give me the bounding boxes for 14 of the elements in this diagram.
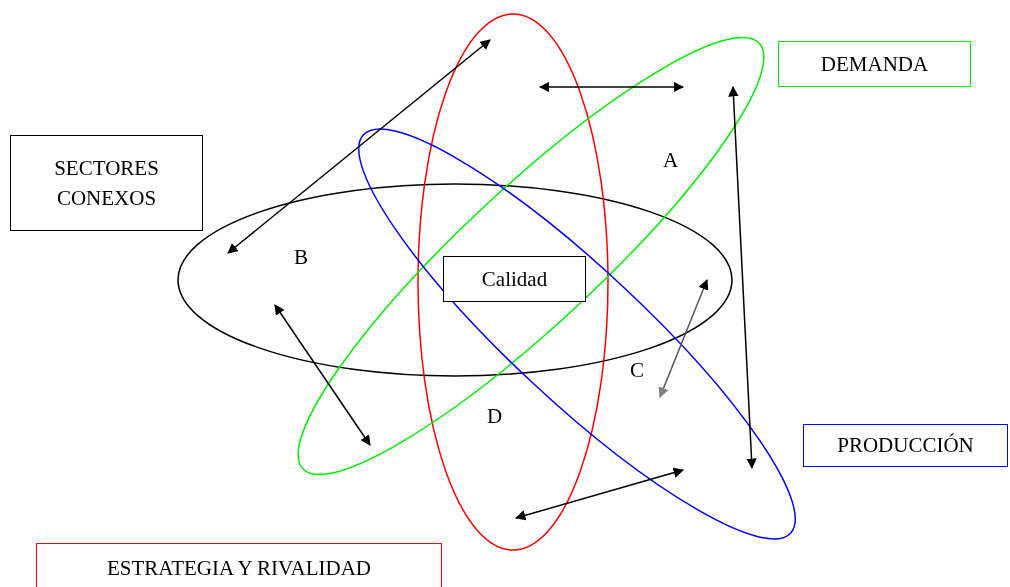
box-label: SECTORES CONEXOS bbox=[53, 154, 160, 212]
region-letter: C bbox=[630, 358, 644, 383]
box-label: Calidad bbox=[481, 265, 548, 293]
box-label: DEMANDA bbox=[820, 50, 929, 78]
text-box bbox=[10, 135, 203, 231]
box-label: ESTRATEGIA Y RIVALIDAD bbox=[106, 554, 372, 582]
region-letter: B bbox=[294, 245, 308, 270]
region-letter: D bbox=[487, 404, 503, 429]
box-label: PRODUCCIÓN bbox=[837, 432, 974, 460]
text-box bbox=[36, 543, 442, 587]
text-box bbox=[803, 424, 1008, 467]
text-box bbox=[778, 41, 971, 87]
region-letter: A bbox=[663, 148, 679, 173]
text-box bbox=[443, 256, 586, 302]
